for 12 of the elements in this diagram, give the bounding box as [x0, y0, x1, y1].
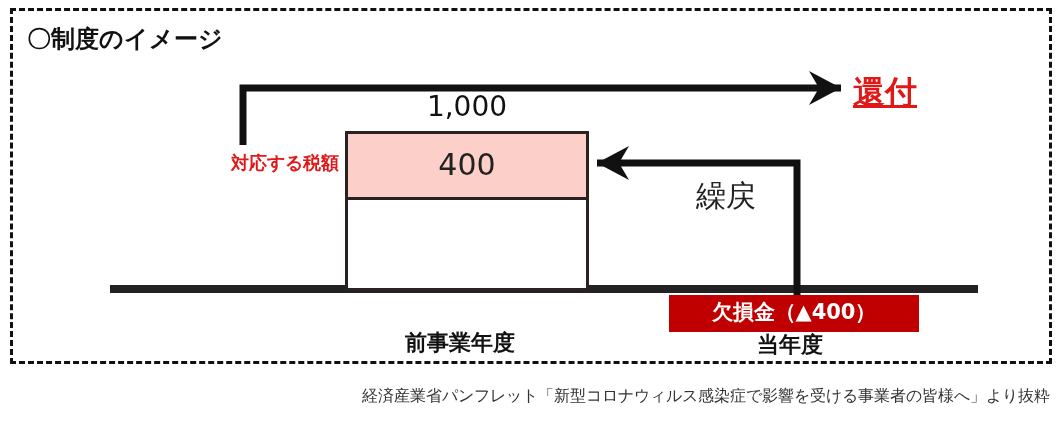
period-label: 前事業年度 [404, 329, 516, 357]
frame-heading: 〇制度のイメージ [27, 24, 223, 55]
total-value-text: 1,000 [425, 90, 509, 123]
dashed-frame [10, 8, 1052, 364]
source-caption: 経済産業省パンフレット「新型コロナウィルス感染症で影響を受ける事業者の皆様へ」より抜粋 [362, 386, 1050, 407]
tax-amount-text: 対応する税額 [231, 151, 339, 175]
value-text: 400 [437, 147, 497, 182]
loss-bar [669, 295, 919, 332]
refund-text: 還付 [853, 72, 917, 113]
loss-text: 欠損金（▲400） [710, 299, 878, 326]
period-label: 当年度 [756, 331, 824, 359]
empty-box [345, 197, 589, 291]
